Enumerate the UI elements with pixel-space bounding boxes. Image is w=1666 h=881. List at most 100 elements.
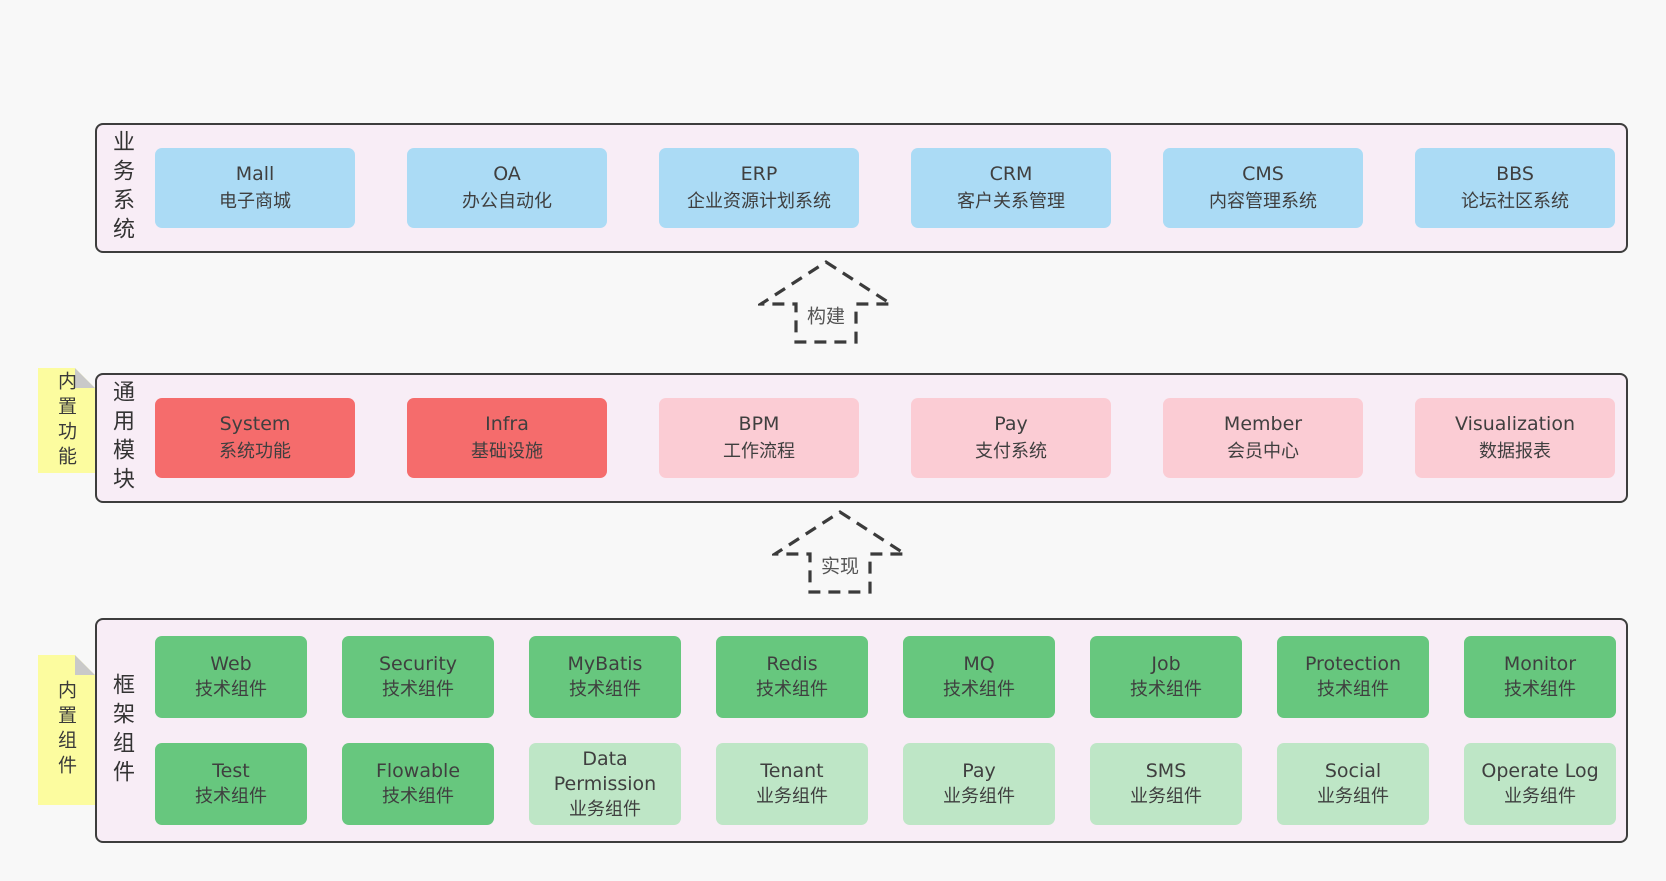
node-system: System 系统功能 bbox=[155, 398, 355, 478]
node-description: 系统功能 bbox=[219, 441, 291, 462]
node-description: 论坛社区系统 bbox=[1461, 191, 1569, 212]
node-name: Data Permission bbox=[553, 747, 657, 795]
node-description: 数据报表 bbox=[1479, 441, 1551, 462]
node-description: 业务组件 bbox=[569, 798, 641, 820]
node-name: Web bbox=[210, 653, 252, 675]
node-name: Visualization bbox=[1454, 413, 1575, 435]
node-tenant: Tenant 业务组件 bbox=[716, 743, 868, 825]
node-name: MQ bbox=[963, 653, 995, 675]
dashed-up-arrow-implement: 实现 bbox=[772, 509, 908, 595]
node-monitor: Monitor 技术组件 bbox=[1464, 636, 1616, 718]
node-name: Tenant bbox=[760, 760, 824, 782]
node-description: 办公自动化 bbox=[462, 191, 552, 212]
band-title: 框架组件 bbox=[109, 672, 134, 789]
node-name: System bbox=[219, 413, 291, 435]
node-name: Security bbox=[378, 653, 458, 675]
node-bbs: BBS 论坛社区系统 bbox=[1415, 148, 1615, 228]
node-description: 基础设施 bbox=[471, 441, 543, 462]
sticky-tab-built-in-components: 内置组件 bbox=[38, 655, 95, 805]
node-name: Infra bbox=[485, 413, 529, 435]
node-description: 技术组件 bbox=[1317, 679, 1389, 700]
node-description: 业务组件 bbox=[1317, 786, 1389, 807]
up-block-arrow-icon bbox=[758, 260, 894, 344]
band-title: 业务系统 bbox=[109, 130, 134, 246]
node-description: 企业资源计划系统 bbox=[687, 191, 831, 212]
node-sms: SMS 业务组件 bbox=[1090, 743, 1242, 825]
node-description: 会员中心 bbox=[1227, 441, 1299, 462]
node-name: CMS bbox=[1242, 163, 1284, 185]
band-title: 通用模块 bbox=[109, 380, 134, 496]
node-protection: Protection 技术组件 bbox=[1277, 636, 1429, 718]
node-description: 电子商城 bbox=[219, 191, 291, 212]
sticky-tab-built-in-features: 内置功能 bbox=[38, 368, 95, 473]
node-name: Protection bbox=[1304, 653, 1402, 675]
node-test: Test 技术组件 bbox=[155, 743, 307, 825]
node-description: 业务组件 bbox=[1130, 786, 1202, 807]
node-name: Pay bbox=[962, 760, 996, 782]
node-description: 技术组件 bbox=[195, 786, 267, 807]
node-name: Pay bbox=[994, 413, 1028, 435]
node-name: CRM bbox=[989, 163, 1033, 185]
node-name: Social bbox=[1324, 760, 1382, 782]
arrow-label: 实现 bbox=[816, 549, 864, 581]
node-name: Monitor bbox=[1503, 653, 1577, 675]
node-name: Flowable bbox=[375, 760, 461, 782]
node-data-permission: Data Permission 业务组件 bbox=[529, 743, 681, 825]
node-description: 技术组件 bbox=[195, 679, 267, 700]
node-description: 技术组件 bbox=[382, 786, 454, 807]
node-description: 技术组件 bbox=[382, 679, 454, 700]
node-name: Operate Log bbox=[1481, 760, 1599, 782]
node-name: BPM bbox=[738, 413, 780, 435]
node-erp: ERP 企业资源计划系统 bbox=[659, 148, 859, 228]
sticky-tab-label: 内置组件 bbox=[55, 680, 77, 780]
node-name: SMS bbox=[1145, 760, 1187, 782]
node-flowable: Flowable 技术组件 bbox=[342, 743, 494, 825]
node-job: Job 技术组件 bbox=[1090, 636, 1242, 718]
node-description: 技术组件 bbox=[1130, 679, 1202, 700]
node-description: 业务组件 bbox=[943, 786, 1015, 807]
node-security: Security 技术组件 bbox=[342, 636, 494, 718]
folded-corner-icon bbox=[75, 655, 95, 675]
node-description: 技术组件 bbox=[1504, 679, 1576, 700]
node-infra: Infra 基础设施 bbox=[407, 398, 607, 478]
node-name: ERP bbox=[740, 163, 778, 185]
arrow-label: 构建 bbox=[802, 299, 850, 331]
node-description: 客户关系管理 bbox=[957, 191, 1065, 212]
node-crm: CRM 客户关系管理 bbox=[911, 148, 1111, 228]
node-pay: Pay 业务组件 bbox=[903, 743, 1055, 825]
node-operate-log: Operate Log 业务组件 bbox=[1464, 743, 1616, 825]
node-description: 业务组件 bbox=[1504, 786, 1576, 807]
node-name: Test bbox=[212, 760, 250, 782]
node-redis: Redis 技术组件 bbox=[716, 636, 868, 718]
node-name: Redis bbox=[766, 653, 818, 675]
node-visualization: Visualization 数据报表 bbox=[1415, 398, 1615, 478]
sticky-tab-label: 内置功能 bbox=[55, 370, 77, 471]
node-name: Member bbox=[1223, 413, 1303, 435]
node-description: 技术组件 bbox=[756, 679, 828, 700]
up-block-arrow-icon bbox=[772, 510, 908, 594]
dashed-up-arrow-build: 构建 bbox=[758, 259, 894, 345]
node-mq: MQ 技术组件 bbox=[903, 636, 1055, 718]
node-description: 技术组件 bbox=[569, 679, 641, 700]
node-name: BBS bbox=[1496, 163, 1534, 185]
node-name: Job bbox=[1151, 653, 1181, 675]
node-description: 技术组件 bbox=[943, 679, 1015, 700]
node-description: 业务组件 bbox=[756, 786, 828, 807]
node-oa: OA 办公自动化 bbox=[407, 148, 607, 228]
node-name: OA bbox=[493, 163, 521, 185]
